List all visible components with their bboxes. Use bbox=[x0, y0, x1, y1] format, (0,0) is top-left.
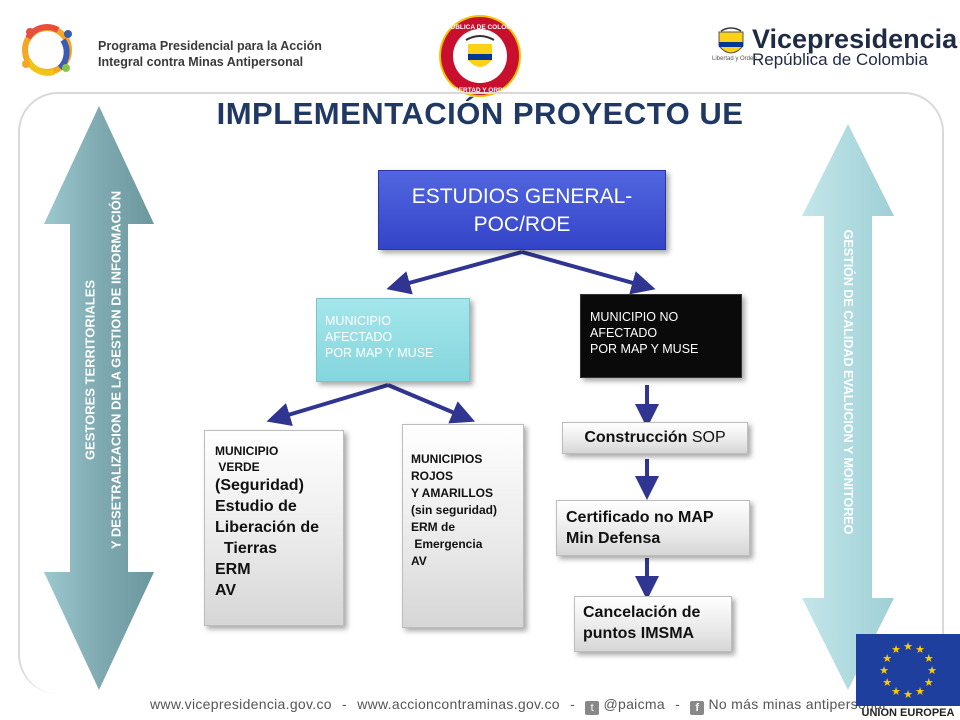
right-arrow-text: GESTIÓN DE CALIDAD EVALUCION Y MONITOREO bbox=[841, 229, 855, 535]
node-certificado: Certificado no MAP Min Defensa bbox=[556, 500, 750, 556]
node-no-afectado-line-2: AFECTADO bbox=[590, 326, 658, 340]
certificado-line-2: Min Defensa bbox=[566, 530, 661, 547]
eu-star-icon: ★ bbox=[903, 689, 913, 701]
rojos-line-5: ERM de bbox=[411, 520, 456, 534]
eu-star-icon: ★ bbox=[924, 653, 934, 665]
facebook-icon[interactable]: f bbox=[690, 701, 705, 715]
node-estudios-line-1: ESTUDIOS GENERAL- bbox=[411, 185, 633, 208]
left-arrow-line-1: GESTORES TERRITORIALES bbox=[82, 279, 98, 461]
node-no-afectado-line-1: MUNICIPIO NO bbox=[590, 310, 679, 324]
verde-small-line-2: VERDE bbox=[215, 460, 260, 474]
vp-motto: Libertad y Orden bbox=[712, 56, 757, 62]
rojos-line-4: (sin seguridad) bbox=[411, 503, 498, 517]
footer-twitter[interactable]: @paicma bbox=[603, 696, 665, 712]
node-municipios-rojos: MUNICIPIOS ROJOS Y AMARILLOS (sin seguri… bbox=[402, 424, 524, 628]
certificado-line-1: Certificado no MAP bbox=[566, 509, 714, 526]
eu-star-icon: ★ bbox=[891, 644, 901, 656]
footer-sep-3: - bbox=[675, 696, 681, 712]
node-cancelacion: Cancelación de puntos IMSMA bbox=[574, 596, 732, 652]
eu-star-icon: ★ bbox=[927, 665, 937, 677]
verde-line-6: AV bbox=[215, 582, 237, 599]
program-name: Programa Presidencial para la Acción Int… bbox=[98, 38, 322, 70]
rojos-line-2: ROJOS bbox=[411, 469, 454, 483]
eu-star-icon: ★ bbox=[882, 653, 892, 665]
eu-star-icon: ★ bbox=[879, 665, 889, 677]
footer-links: www.vicepresidencia.gov.co - www.accionc… bbox=[150, 696, 886, 715]
svg-text:REPUBLICA DE COLOMBIA: REPUBLICA DE COLOMBIA bbox=[438, 24, 522, 31]
footer-sep-1: - bbox=[342, 696, 348, 712]
vp-subtitle: República de Colombia bbox=[752, 50, 928, 69]
footer-link-accioncontraminas[interactable]: www.accioncontraminas.gov.co bbox=[357, 696, 560, 712]
left-arrow-line-2: Y DESETRALIZACION DE LA GESTION DE INFOR… bbox=[108, 190, 124, 550]
cancelacion-line-1: Cancelación de bbox=[583, 604, 701, 621]
connector-afectado bbox=[266, 383, 476, 427]
eu-star-icon: ★ bbox=[915, 686, 925, 698]
program-line-2: Integral contra Minas Antipersonal bbox=[98, 55, 304, 69]
footer-sep-2: - bbox=[570, 696, 576, 712]
verde-line-2: Estudio de bbox=[215, 498, 297, 515]
verde-line-3: Liberación de bbox=[215, 519, 320, 536]
verde-line-5: ERM bbox=[215, 561, 251, 578]
program-line-1: Programa Presidencial para la Acción bbox=[98, 39, 322, 53]
eu-label: UNION EUROPEA bbox=[861, 707, 955, 719]
rojos-line-3: Y AMARILLOS bbox=[411, 486, 494, 500]
rojos-line-6: Emergencia bbox=[411, 537, 483, 551]
eu-star-icon: ★ bbox=[924, 677, 934, 689]
left-double-arrow bbox=[44, 106, 154, 690]
node-municipio-afectado: MUNICIPIO AFECTADO POR MAP Y MUSE bbox=[316, 298, 470, 382]
node-municipio-verde: MUNICIPIO VERDE (Seguridad) Estudio de L… bbox=[204, 430, 344, 626]
twitter-icon[interactable]: t bbox=[585, 701, 600, 715]
rojos-line-1: MUNICIPIOS bbox=[411, 452, 483, 466]
eu-star-icon: ★ bbox=[915, 644, 925, 656]
paicma-logo bbox=[18, 20, 76, 80]
page-title: IMPLEMENTACIÓN PROYECTO UE bbox=[216, 96, 744, 131]
verde-small-line-1: MUNICIPIO bbox=[215, 444, 279, 458]
node-afectado-line-1: MUNICIPIO bbox=[325, 314, 391, 328]
footer-facebook[interactable]: No más minas antipersonal bbox=[708, 696, 886, 712]
rojos-line-7: AV bbox=[411, 554, 427, 568]
construccion-bold: Construcción bbox=[584, 429, 688, 446]
verde-line-1: (Seguridad) bbox=[215, 477, 304, 494]
content-frame bbox=[18, 92, 944, 694]
colombia-seal: REPUBLICA DE COLOMBIA LIBERTAD Y ORDEN bbox=[437, 14, 523, 98]
node-afectado-line-2: AFECTADO bbox=[325, 330, 393, 344]
svg-text:LIBERTAD Y ORDEN: LIBERTAD Y ORDEN bbox=[448, 87, 512, 94]
verde-line-4: Tierras bbox=[215, 540, 277, 557]
vicepresidencia-shield bbox=[716, 26, 746, 60]
eu-flag: ★★★★★★★★★★★★ bbox=[856, 634, 960, 706]
node-estudios-general: ESTUDIOS GENERAL- POC/ROE bbox=[378, 170, 666, 250]
node-no-afectado-line-3: POR MAP Y MUSE bbox=[590, 342, 699, 356]
footer-link-vicepresidencia[interactable]: www.vicepresidencia.gov.co bbox=[150, 696, 332, 712]
eu-star-icon: ★ bbox=[891, 686, 901, 698]
right-double-arrow bbox=[802, 124, 894, 690]
node-construccion-sop: Construcción SOP bbox=[562, 422, 748, 454]
connector-estudios bbox=[386, 250, 656, 295]
cancelacion-line-2: puntos IMSMA bbox=[583, 625, 695, 642]
node-estudios-line-2: POC/ROE bbox=[473, 213, 571, 236]
eu-star-icon: ★ bbox=[903, 641, 913, 653]
node-municipio-no-afectado: MUNICIPIO NO AFECTADO POR MAP Y MUSE bbox=[580, 294, 742, 378]
eu-star-icon: ★ bbox=[882, 677, 892, 689]
construccion-normal: SOP bbox=[687, 429, 726, 446]
vp-title: Vicepresidencia bbox=[752, 24, 958, 54]
node-afectado-line-3: POR MAP Y MUSE bbox=[325, 346, 434, 360]
